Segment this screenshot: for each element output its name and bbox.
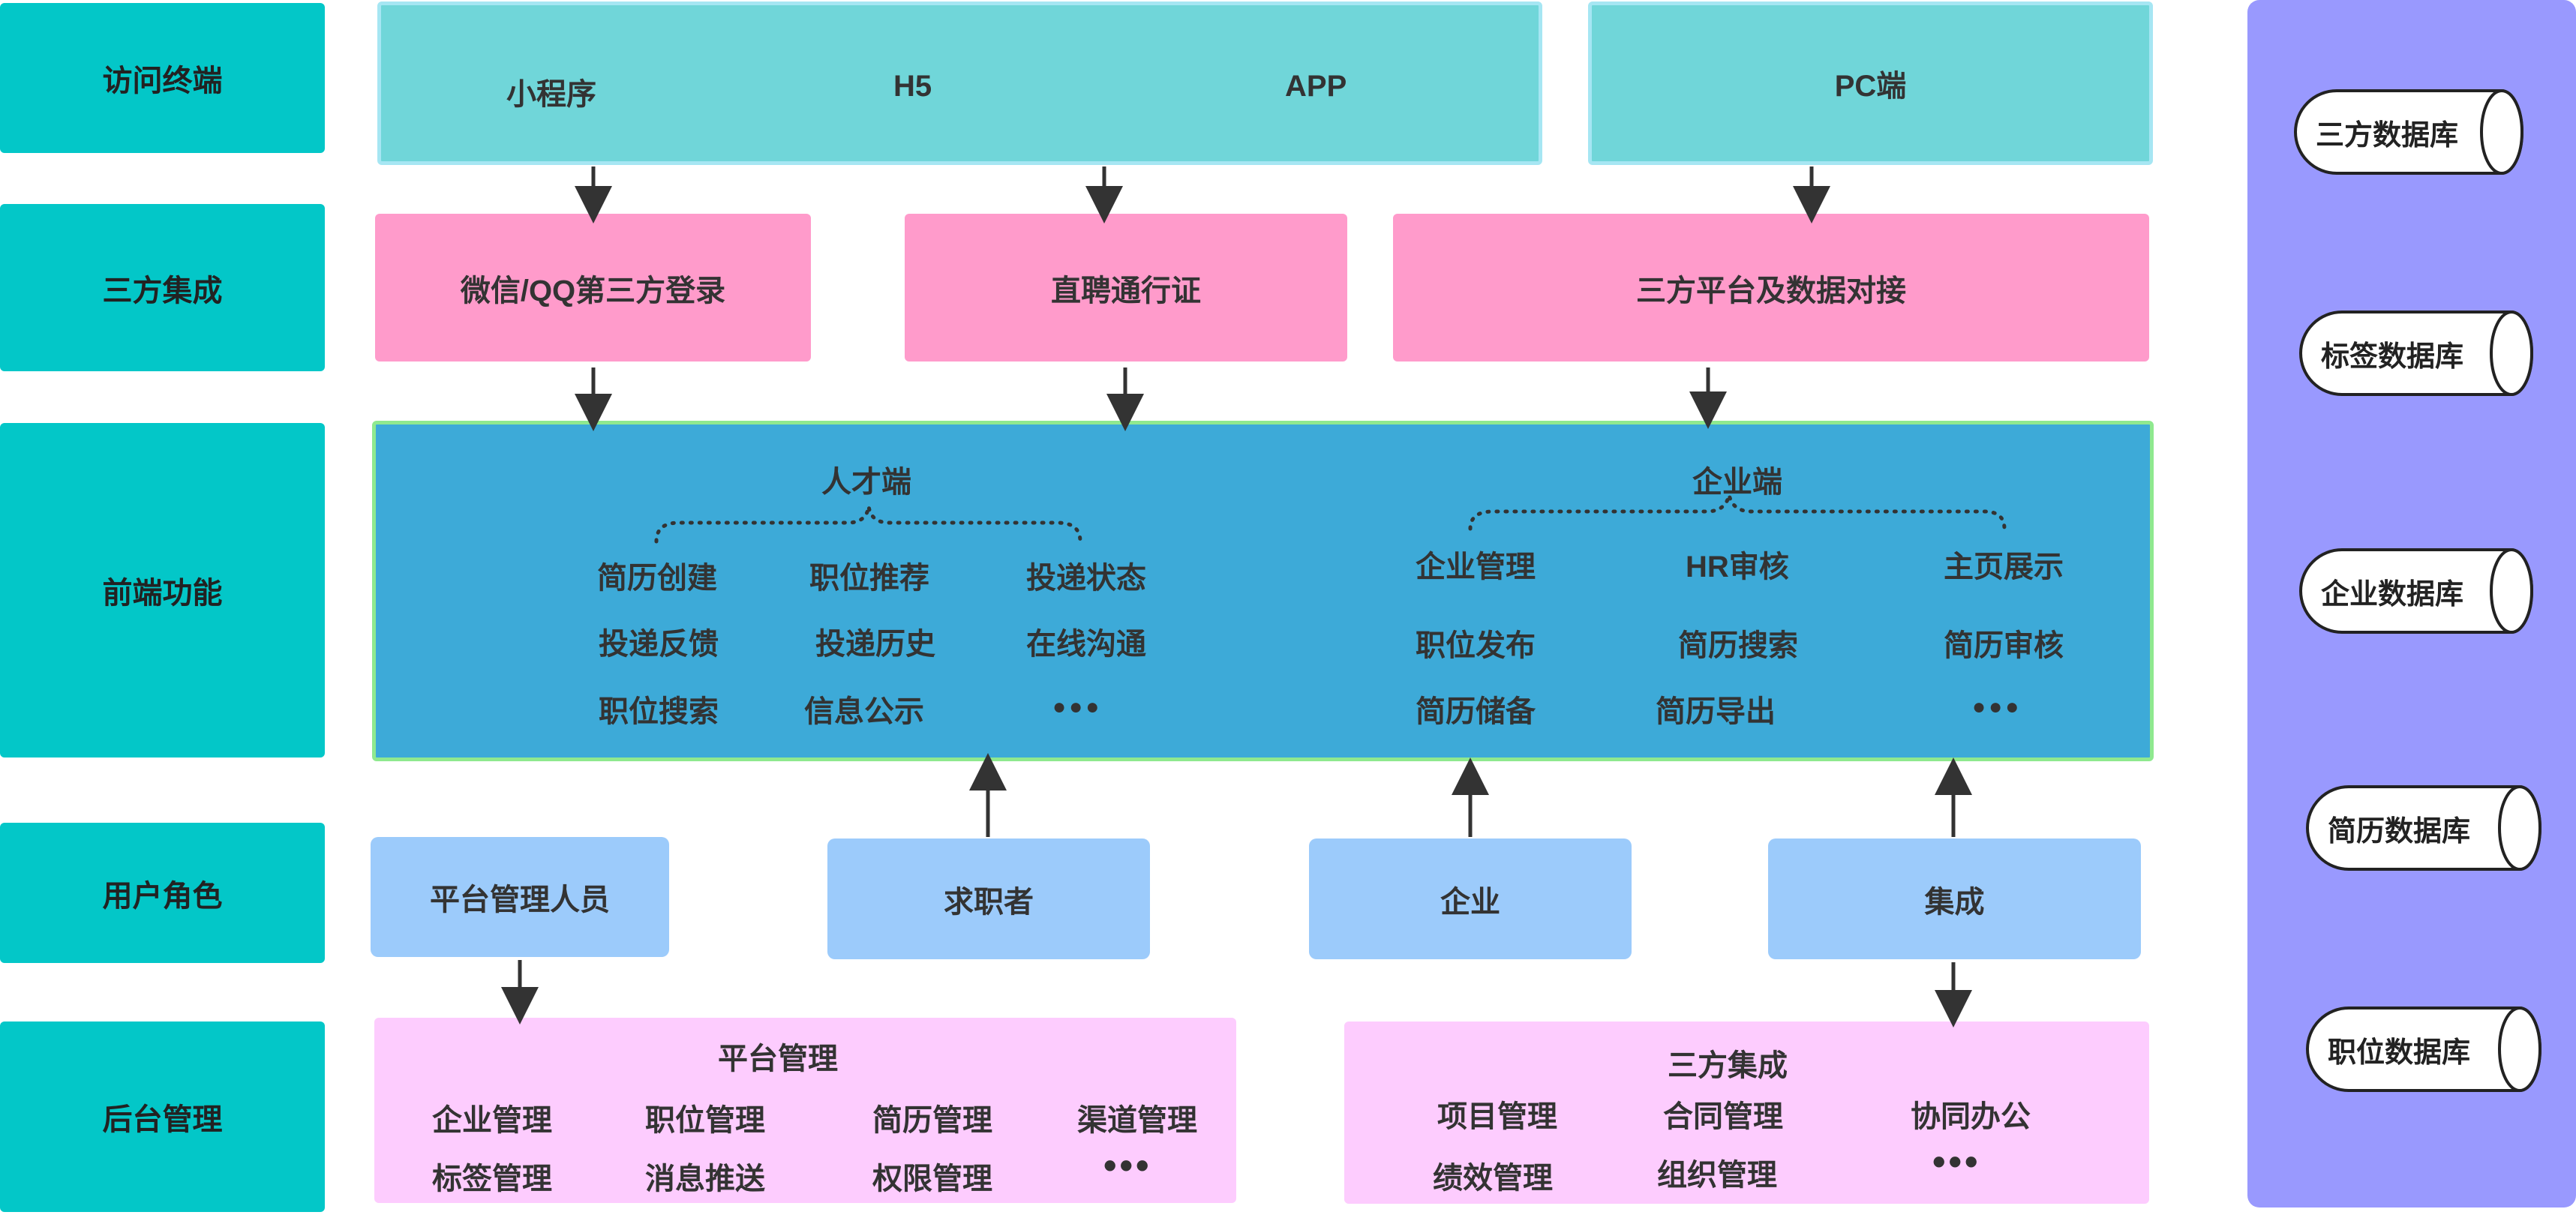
backend-platform-item: 消息推送	[645, 1162, 765, 1196]
access-app: APP	[1285, 70, 1347, 103]
database-cylinder: 职位数据库	[2305, 1006, 2542, 1093]
database-icon	[2294, 89, 2523, 175]
talent-item: 投递历史	[815, 628, 935, 661]
access-miniprogram: 小程序	[506, 78, 596, 111]
frontend-box: 人才端 简历创建 职位推荐 投递状态 投递反馈 投递历史 在线沟通 职位搜索 信…	[372, 421, 2154, 761]
enterprise-item: 职位发布	[1416, 629, 1536, 662]
integration-pass: 直聘通行证	[905, 214, 1347, 362]
enterprise-item: 简历导出	[1656, 695, 1776, 728]
database-cylinder: 简历数据库	[2305, 784, 2542, 872]
enterprise-item: 企业管理	[1416, 550, 1536, 584]
integration-platform: 三方平台及数据对接	[1393, 214, 2149, 362]
role-company: 企业	[1309, 838, 1632, 959]
talent-item: 简历创建	[597, 562, 717, 595]
row-label-backend: 后台管理	[0, 1022, 325, 1212]
enterprise-item: HR审核	[1686, 550, 1789, 584]
backend-third-item: 协同办公	[1911, 1100, 2031, 1133]
database-label: 简历数据库	[2328, 815, 2471, 848]
backend-platform-item: 职位管理	[645, 1104, 765, 1137]
role-integration: 集成	[1768, 838, 2141, 959]
database-cylinder: 企业数据库	[2298, 548, 2534, 634]
backend-third-item: 组织管理	[1657, 1159, 1777, 1192]
database-icon	[2299, 548, 2533, 634]
enterprise-item: 主页展示	[1944, 550, 2064, 584]
enterprise-item: 简历审核	[1944, 629, 2064, 662]
talent-item: 职位推荐	[809, 562, 929, 595]
enterprise-item: 简历储备	[1416, 695, 1536, 728]
integration-login: 微信/QQ第三方登录	[375, 214, 811, 362]
database-label: 标签数据库	[2321, 340, 2464, 373]
row-label-roles: 用户角色	[0, 823, 325, 963]
row-label-frontend: 前端功能	[0, 423, 325, 758]
role-seeker: 求职者	[827, 838, 1150, 959]
backend-third-box: 三方集成 项目管理 合同管理 协同办公 绩效管理 组织管理 •••	[1344, 1022, 2149, 1204]
backend-platform-title: 平台管理	[718, 1042, 838, 1076]
database-label: 职位数据库	[2328, 1036, 2471, 1069]
backend-platform-item: 标签管理	[432, 1162, 552, 1196]
access-pc: PC端	[1834, 70, 1907, 103]
backend-third-title: 三方集成	[1668, 1049, 1788, 1082]
talent-title: 人才端	[821, 466, 911, 499]
access-pc-box: PC端	[1588, 2, 2153, 165]
talent-item: 投递状态	[1026, 562, 1146, 595]
enterprise-item: 简历搜索	[1678, 629, 1798, 662]
backend-platform-box: 平台管理 企业管理 职位管理 简历管理 渠道管理 标签管理 消息推送 权限管理 …	[374, 1018, 1236, 1203]
database-cylinder: 标签数据库	[2298, 310, 2534, 397]
access-h5: H5	[893, 70, 932, 103]
database-icon	[2299, 310, 2533, 396]
talent-more: ●●●	[1052, 694, 1103, 719]
backend-third-item: 合同管理	[1663, 1100, 1783, 1133]
row-label-integration: 三方集成	[0, 204, 325, 371]
backend-third-item: 项目管理	[1437, 1100, 1557, 1133]
access-mobile-box: 小程序 H5 APP	[377, 2, 1542, 165]
database-label: 三方数据库	[2316, 119, 2459, 152]
database-label: 企业数据库	[2321, 578, 2464, 610]
backend-platform-more: •••	[1103, 1144, 1152, 1186]
backend-platform-item: 渠道管理	[1077, 1104, 1197, 1137]
backend-platform-item: 简历管理	[872, 1104, 992, 1137]
talent-item: 投递反馈	[599, 628, 719, 661]
backend-platform-item: 企业管理	[432, 1104, 552, 1137]
enterprise-title: 企业端	[1692, 466, 1782, 499]
database-icon	[2306, 785, 2541, 871]
backend-platform-item: 权限管理	[872, 1162, 992, 1196]
talent-item: 职位搜索	[599, 695, 719, 728]
backend-third-more: •••	[1932, 1141, 1981, 1183]
database-icon	[2306, 1006, 2541, 1092]
role-admin: 平台管理人员	[371, 837, 669, 957]
database-cylinder: 三方数据库	[2293, 88, 2524, 176]
row-label-access: 访问终端	[0, 3, 325, 153]
enterprise-more: ●●●	[1972, 694, 2022, 719]
talent-item: 信息公示	[804, 695, 924, 728]
backend-third-item: 绩效管理	[1433, 1162, 1553, 1195]
talent-item: 在线沟通	[1026, 628, 1146, 661]
